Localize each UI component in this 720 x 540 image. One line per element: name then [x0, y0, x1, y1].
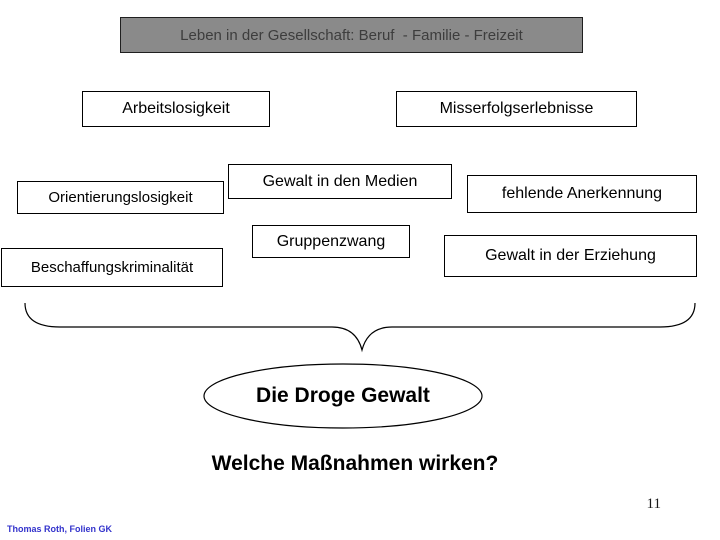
box-fehlende-anerkennung: fehlende Anerkennung [467, 175, 697, 213]
box-gewalt-in-der-erziehung-label: Gewalt in der Erziehung [485, 247, 656, 264]
curly-brace-down [24, 302, 696, 353]
box-arbeitslosigkeit-label: Arbeitslosigkeit [122, 100, 230, 117]
question-text: Welche Maßnahmen wirken? [211, 452, 499, 475]
title-bar-label: Leben in der Gesellschaft: Beruf - Famil… [180, 26, 523, 44]
box-fehlende-anerkennung-label: fehlende Anerkennung [501, 185, 663, 202]
footer-credit: Thomas Roth, Folien GK [7, 524, 112, 534]
box-gewalt-in-den-medien: Gewalt in den Medien [228, 164, 452, 199]
box-orientierungslosigkeit-label: Orientierungslosigkeit [48, 189, 193, 206]
box-misserfolgserlebnisse-label: Misserfolgserlebnisse [439, 100, 594, 117]
box-arbeitslosigkeit: Arbeitslosigkeit [82, 91, 270, 127]
result-ellipse: Die Droge Gewalt [203, 363, 483, 429]
box-beschaffungskriminalitaet-label: Beschaffungskriminalität [30, 259, 194, 276]
box-beschaffungskriminalitaet: Beschaffungskriminalität [1, 248, 223, 287]
box-orientierungslosigkeit: Orientierungslosigkeit [17, 181, 224, 214]
box-gruppenzwang-label: Gruppenzwang [276, 232, 386, 250]
box-misserfolgserlebnisse: Misserfolgserlebnisse [396, 91, 637, 127]
title-bar: Leben in der Gesellschaft: Beruf - Famil… [120, 17, 583, 53]
box-gewalt-in-den-medien-label: Gewalt in den Medien [262, 172, 418, 190]
page-number: 11 [646, 496, 661, 512]
ellipse-shape [203, 363, 483, 429]
box-gewalt-in-der-erziehung: Gewalt in der Erziehung [444, 235, 697, 277]
box-gruppenzwang: Gruppenzwang [252, 225, 410, 258]
result-ellipse-label: Die Droge Gewalt [256, 384, 430, 407]
